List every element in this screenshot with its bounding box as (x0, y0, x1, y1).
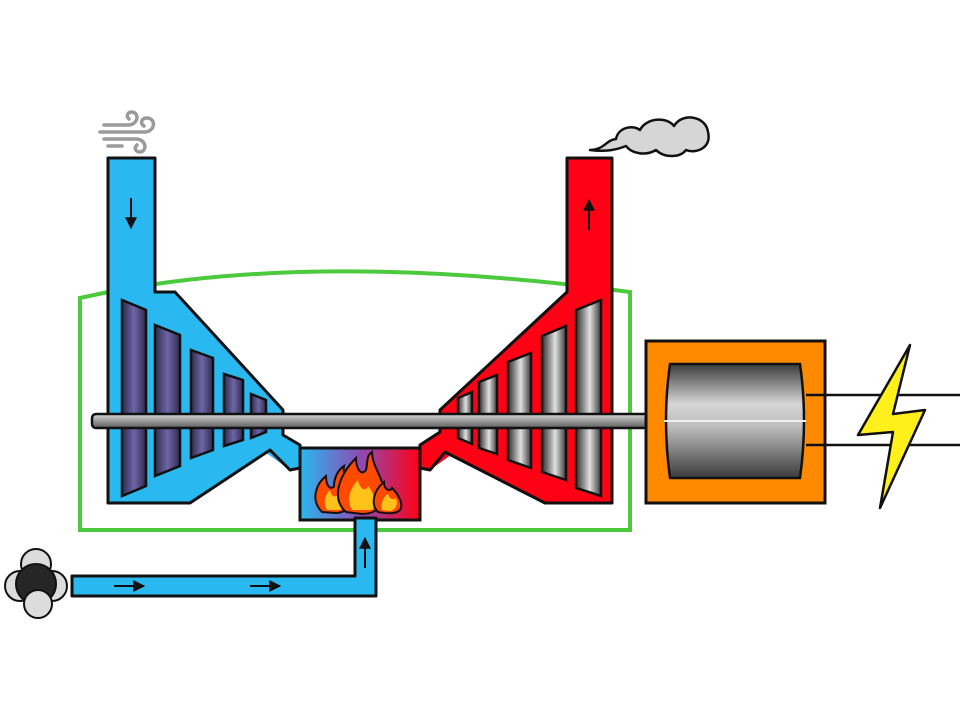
generator[interactable] (644, 339, 827, 505)
compressor-blade (222, 372, 245, 448)
smoke-cloud-icon (588, 116, 710, 158)
turbine-blade (540, 324, 568, 482)
lightning-bolt-icon (856, 343, 927, 510)
wind-icon (98, 110, 156, 154)
shaft (90, 412, 668, 430)
methane-molecule-icon (4, 548, 68, 619)
compressor-blade (153, 323, 182, 478)
compressor-blade (120, 298, 148, 498)
flow-arrows (114, 198, 595, 592)
flame-icon (314, 450, 403, 516)
turbine-blade (506, 351, 533, 470)
fuel-line[interactable] (70, 516, 378, 598)
turbine (456, 298, 603, 498)
compressor-blade (189, 348, 215, 460)
turbine-blade (574, 298, 603, 498)
